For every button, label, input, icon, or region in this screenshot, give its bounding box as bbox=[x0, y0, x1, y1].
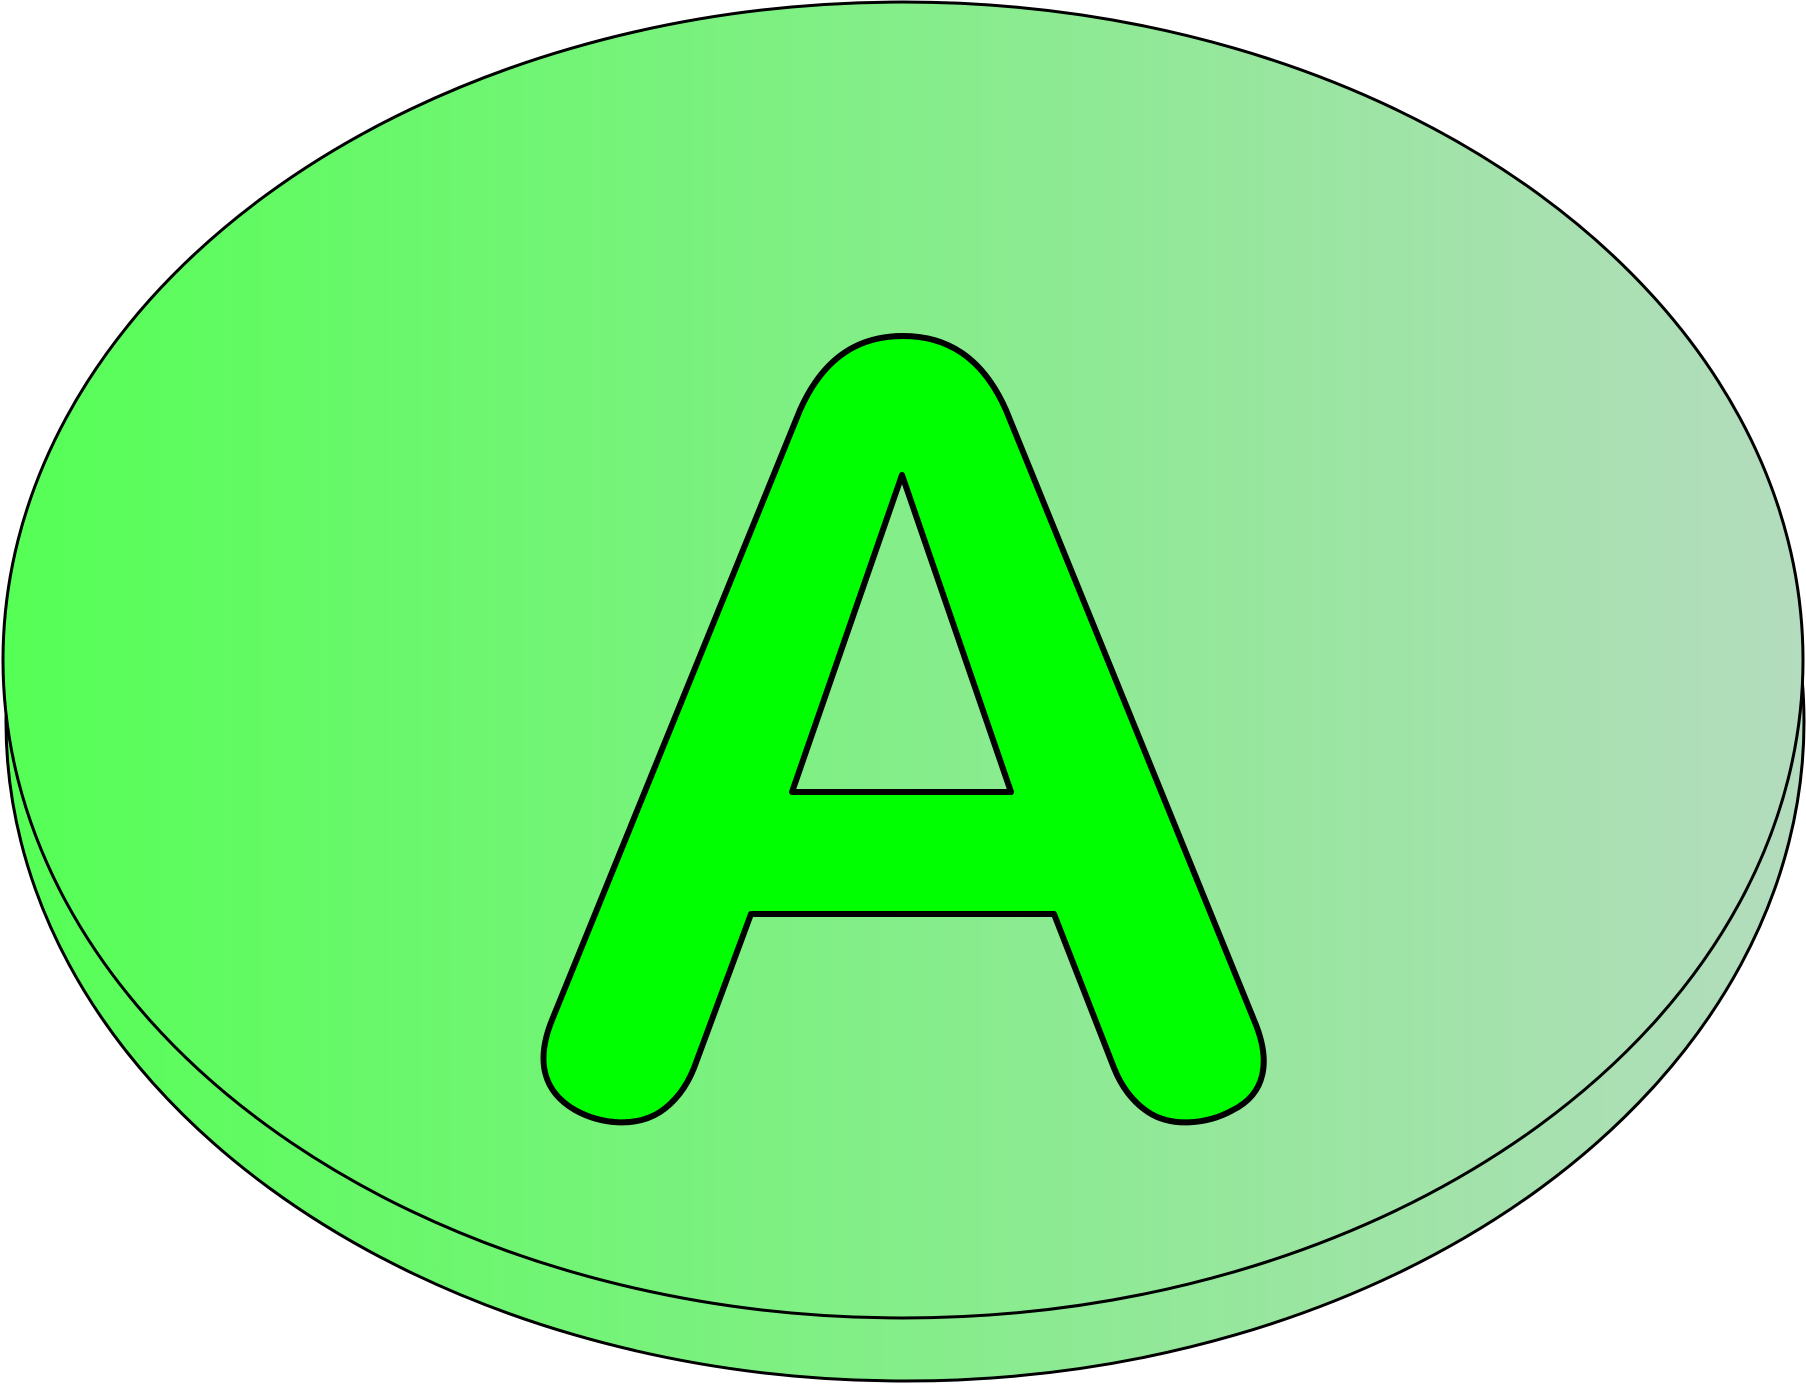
disc-top-face bbox=[1, 0, 1805, 1320]
letter-a-glyph bbox=[540, 333, 1267, 1126]
